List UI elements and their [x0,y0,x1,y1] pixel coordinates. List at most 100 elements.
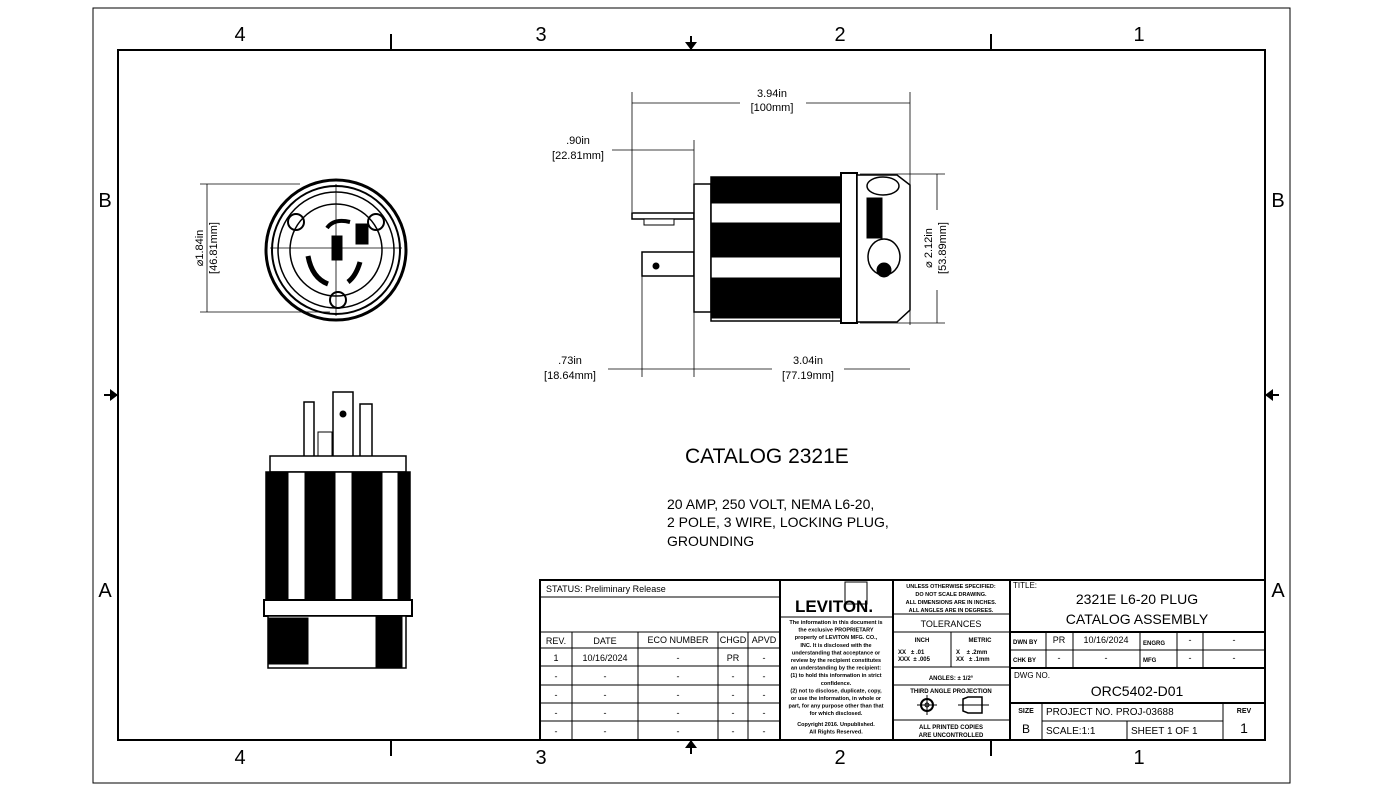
outer-border [92,7,1291,784]
chk-by: - [1058,653,1061,663]
title-block-text: STATUS: Preliminary Release REV. DATE EC… [546,581,1252,739]
zone-col-2-bottom: 2 [834,747,845,769]
rev-value: 1 [1240,720,1248,736]
size-label: SIZE [1018,708,1034,715]
printed-notice: ALL PRINTED COPIES [919,725,983,731]
inch-tolerance: XX ± .01 [898,650,925,656]
revision-cell: - [555,690,558,700]
proprietary-line: review by the recipient constitutes [791,658,881,664]
proprietary-line: or use the information, in whole or [791,696,882,702]
overall-length-mm: [100mm] [751,102,794,114]
body-length-in: 3.04in [793,355,823,367]
description-line: GROUNDING [667,533,754,549]
drawing-number: ORC5402-D01 [1091,683,1184,699]
overall-length-in: 3.94in [757,88,787,100]
proprietary-line: part, for any purpose other than that [788,704,883,710]
zone-row-a: A [98,580,112,602]
title-label: TITLE: [1013,581,1037,590]
metric-label: METRIC [969,638,993,644]
body-length-mm: [77.19mm] [782,370,834,382]
plug-top-view [263,391,413,669]
chk-date: - [1105,653,1108,663]
dwg-no-label: DWG NO. [1014,671,1050,680]
printed-notice: ARE UNCONTROLLED [919,733,984,739]
engrg: - [1189,635,1192,645]
drawing-title: 2321E L6-20 PLUG [1076,591,1198,607]
revision-cell: 10/16/2024 [582,653,627,663]
revision-cell: - [677,708,680,718]
inch-tolerance: XXX ± .005 [898,657,931,663]
revision-cell: - [763,653,766,663]
side-view-dimensions [608,92,945,377]
projection-label: THIRD ANGLE PROJECTION [910,689,991,695]
note-line: UNLESS OTHERWISE SPECIFIED: [906,584,996,590]
catalog-description: 20 AMP, 250 VOLT, NEMA L6-20, 2 POLE, 3 … [667,496,889,549]
revision-cell: - [677,653,680,663]
rev-header: REV. [546,636,566,646]
sheet: SHEET 1 OF 1 [1131,726,1198,737]
zone-col-1-bottom: 1 [1133,747,1144,769]
zone-row-b-right: B [1271,190,1284,212]
plug-side-view [631,172,911,324]
dwn-by-label: DWN BY [1013,640,1037,646]
title-block [539,579,1266,741]
prong-length-mm: [22.81mm] [552,150,604,162]
revision-cell: - [604,727,607,737]
status-label: STATUS: Preliminary Release [546,584,666,594]
centering-arrows [110,42,1273,748]
face-diameter-mm: [46.81mm] [208,222,220,274]
mfg-label: MFG [1143,658,1157,664]
apvd-header: APVD [752,635,777,645]
ground-prong-mm: [18.64mm] [544,370,596,382]
revision-cell: - [555,671,558,681]
angles-tolerance: ANGLES: ± 1/2° [929,676,974,682]
zone-col-1: 1 [1133,24,1144,46]
revision-cell: - [555,727,558,737]
ground-prong-in: .73in [558,355,582,367]
metric-tolerance: XX ± .1mm [956,657,990,663]
face-diameter-dimension: ⌀1.84in [46.81mm] [194,183,330,313]
tolerances-label: TOLERANCES [921,619,982,629]
dwn-date: 10/16/2024 [1083,635,1128,645]
plug-face-view [264,178,408,322]
prong-length-in: .90in [566,135,590,147]
proprietary-line: property of LEVITON MFG. CO., [795,635,878,641]
revision-cell: - [732,727,735,737]
revision-cell: PR [727,653,740,663]
revision-cell: - [604,708,607,718]
inch-label: INCH [915,638,930,644]
chgd-header: CHGD [720,635,747,645]
leviton-logo: LEVITON. [795,597,873,616]
proprietary-line: All Rights Reserved. [809,729,863,735]
revision-cell: - [604,690,607,700]
body-diameter-in: ⌀ 2.12in [923,228,935,268]
zone-labels: 4 3 2 1 4 3 2 1 B B A A [98,24,1285,769]
scale: SCALE:1:1 [1046,726,1096,737]
note-line: ALL DIMENSIONS ARE IN INCHES. [906,600,997,606]
proprietary-line: understanding that acceptance or [792,650,881,656]
description-line: 20 AMP, 250 VOLT, NEMA L6-20, [667,496,874,512]
body-diameter-mm: [53.89mm] [937,222,949,274]
proprietary-line: an understanding by the recipient: [791,666,881,672]
zone-col-4-bottom: 4 [234,747,245,769]
proprietary-line: for which disclosed. [810,711,863,717]
note-line: DO NOT SCALE DRAWING. [915,592,987,598]
size-value: B [1022,722,1030,736]
proprietary-line: (2) not to disclose, duplicate, copy, [790,688,882,694]
side-view-dimension-labels: 3.94in [100mm] .90in [22.81mm] .73in [18… [544,88,949,382]
dwn-by: PR [1053,635,1066,645]
revision-cell: 1 [553,653,558,663]
revision-cell: - [763,708,766,718]
project-number: PROJECT NO. PROJ-03688 [1046,707,1174,718]
mfg: - [1189,653,1192,663]
revision-cell: - [732,671,735,681]
revision-cell: - [677,690,680,700]
revision-cell: - [677,727,680,737]
zone-col-4: 4 [234,24,245,46]
proprietary-line: Copyright 2016. Unpublished. [797,722,875,728]
proprietary-line: the exclusive PROPRIETARY [798,628,874,634]
zone-col-3-bottom: 3 [535,747,546,769]
